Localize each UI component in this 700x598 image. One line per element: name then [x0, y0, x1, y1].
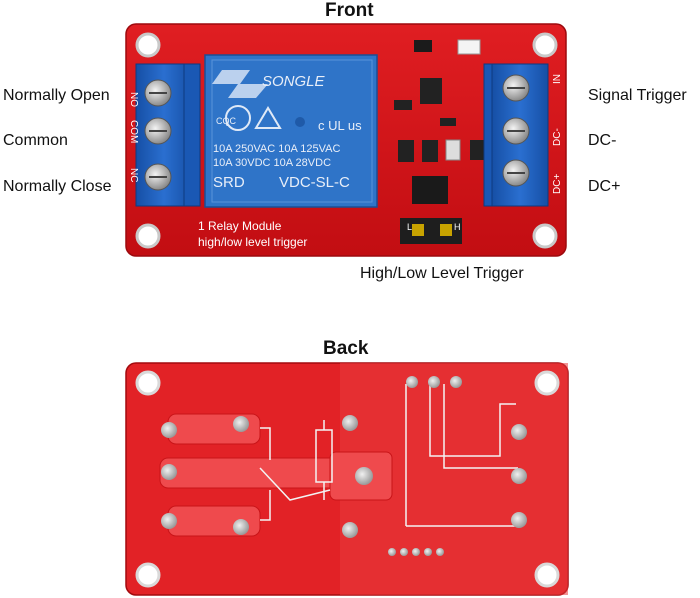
- silk-line-1: 1 Relay Module: [198, 219, 282, 233]
- relay: [204, 54, 378, 208]
- label-normally-close: Normally Close: [3, 178, 112, 195]
- relay-model-left: SRD: [213, 174, 245, 191]
- relay-cert-cqc: CQC: [216, 116, 237, 126]
- back-solder-pads: [161, 376, 527, 556]
- silk-line-2: high/low level trigger: [198, 235, 307, 249]
- back-thin-traces: [259, 384, 520, 527]
- label-signal-trigger: Signal Trigger: [588, 87, 687, 104]
- level-trigger-jumper: [400, 218, 462, 244]
- label-dc-plus: DC+: [588, 178, 621, 195]
- front-title: Front: [325, 0, 374, 21]
- jumper-label-h: H: [454, 222, 461, 232]
- front-mounting-holes: [135, 32, 558, 249]
- terminal-block-right: [483, 63, 549, 207]
- label-normally-open: Normally Open: [3, 87, 110, 104]
- label-high-low-trigger: High/Low Level Trigger: [360, 265, 524, 282]
- relay-rating-1: 10A 250VAC 10A 125VAC: [213, 143, 340, 155]
- smd-components: [394, 39, 484, 204]
- pin-label-no: NO: [128, 92, 139, 107]
- label-common: Common: [3, 132, 68, 149]
- pin-label-nc: NC: [128, 168, 139, 182]
- front-board: [125, 23, 567, 257]
- pin-label-dc-plus: DC+: [552, 174, 563, 194]
- jumper-label-l: L: [407, 222, 412, 232]
- back-title: Back: [323, 338, 369, 359]
- back-mounting-holes: [135, 370, 560, 588]
- pin-label-in: IN: [552, 74, 563, 84]
- relay-rating-2: 10A 30VDC 10A 28VDC: [213, 157, 331, 169]
- relay-model-right: VDC-SL-C: [279, 174, 350, 191]
- terminal-block-left: [135, 63, 201, 207]
- label-dc-minus: DC-: [588, 132, 617, 149]
- pin-labels-right: IN DC- DC+: [552, 74, 563, 194]
- pin-label-dc-minus: DC-: [552, 128, 563, 146]
- relay-markings: SONGLE CQC c UL us 10A 250VAC 10A 125VAC…: [213, 73, 362, 191]
- board-silkscreen: 1 Relay Module high/low level trigger L …: [198, 219, 461, 249]
- relay-brand: SONGLE: [262, 73, 326, 90]
- back-board: [125, 362, 569, 596]
- pin-label-com: COM: [128, 120, 139, 143]
- relay-cert-ul: c UL us: [318, 118, 362, 133]
- pin-labels-left: NO COM NC: [128, 92, 139, 182]
